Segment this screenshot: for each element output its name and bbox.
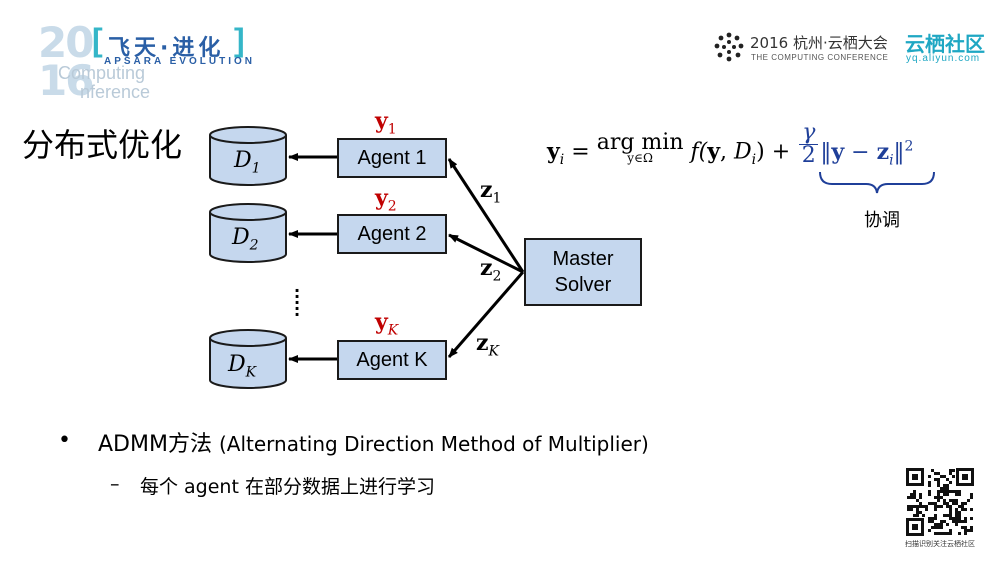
z-label-k: zK — [476, 330, 499, 360]
agent-node-k: Agent K — [337, 340, 447, 380]
bullet-2-text: 每个 agent 在部分数据上进行学习 — [140, 476, 435, 498]
z-label-1: z1 — [480, 177, 502, 207]
regularizer-brace — [819, 171, 935, 194]
dataset-cylinder-k — [209, 329, 287, 389]
logo-bracket-close: ] — [234, 22, 245, 58]
dataset-cylinder-2 — [209, 203, 287, 263]
dataset-label-k: DK — [228, 352, 257, 381]
logo-sub-line2: nference — [80, 82, 151, 102]
bullet-1-main: ADMM方法 — [98, 432, 212, 457]
qr-caption: 扫描识别关注云栖社区 — [905, 540, 975, 548]
argmin-operator: arg min y∈Ω — [596, 130, 684, 165]
vertical-ellipsis: ····· — [294, 281, 301, 324]
slide-title: 分布式优化 — [22, 126, 183, 164]
logo-en: APSARA EVOLUTION — [104, 56, 255, 67]
logo-cn: 飞天·进化 — [108, 36, 225, 61]
conference-title: 2016 杭州·云栖大会 — [750, 34, 888, 52]
y-label-1: y1 — [375, 108, 397, 138]
z-label-2: z2 — [480, 255, 502, 285]
logo-bracket-open: [ — [92, 22, 103, 58]
arrow-master-to-agent1 — [447, 158, 525, 273]
conference-logo-icon — [714, 32, 744, 62]
y-label-k: yK — [375, 309, 399, 339]
brand-name: 云栖社区 — [905, 32, 985, 56]
brand-url[interactable]: yq.aliyun.com — [906, 53, 981, 64]
admm-update-formula: yi = arg min y∈Ω f(y, Di) + γ 2 ‖y − zi‖… — [547, 120, 914, 168]
bullet-1: ADMM方法 (Alternating Direction Method of … — [98, 426, 649, 458]
conference-subtitle: THE COMPUTING CONFERENCE — [751, 53, 889, 62]
qr-code-icon — [906, 468, 974, 536]
agent-node-1: Agent 1 — [337, 138, 447, 178]
master-solver-line2: Solver — [554, 274, 612, 296]
bullet-1-marker: • — [58, 428, 71, 453]
dataset-cylinder-1 — [209, 126, 287, 186]
arrow-master-to-agent2 — [448, 233, 524, 274]
bullet-2-marker: – — [110, 473, 120, 495]
dataset-label-2: D2 — [232, 225, 259, 254]
brace-label-coordination: 协调 — [864, 210, 900, 231]
y-label-2: y2 — [375, 185, 397, 215]
regularizer-term: γ 2 ‖y − zi‖2 — [797, 122, 913, 168]
bullet-1-paren: (Alternating Direction Method of Multipl… — [218, 432, 649, 456]
logo-year-top: 20 — [38, 18, 94, 67]
logo-year-bottom: 16 — [38, 56, 94, 105]
arrow-master-to-agentk — [447, 271, 525, 358]
gamma-over-two: γ 2 — [799, 122, 819, 167]
dataset-label-1: D1 — [234, 148, 261, 177]
master-solver-line1: Master — [552, 248, 614, 270]
agent-node-2: Agent 2 — [337, 214, 447, 254]
master-solver-node: Master Solver — [524, 238, 642, 306]
logo-sub-line1: Computing — [58, 63, 146, 83]
